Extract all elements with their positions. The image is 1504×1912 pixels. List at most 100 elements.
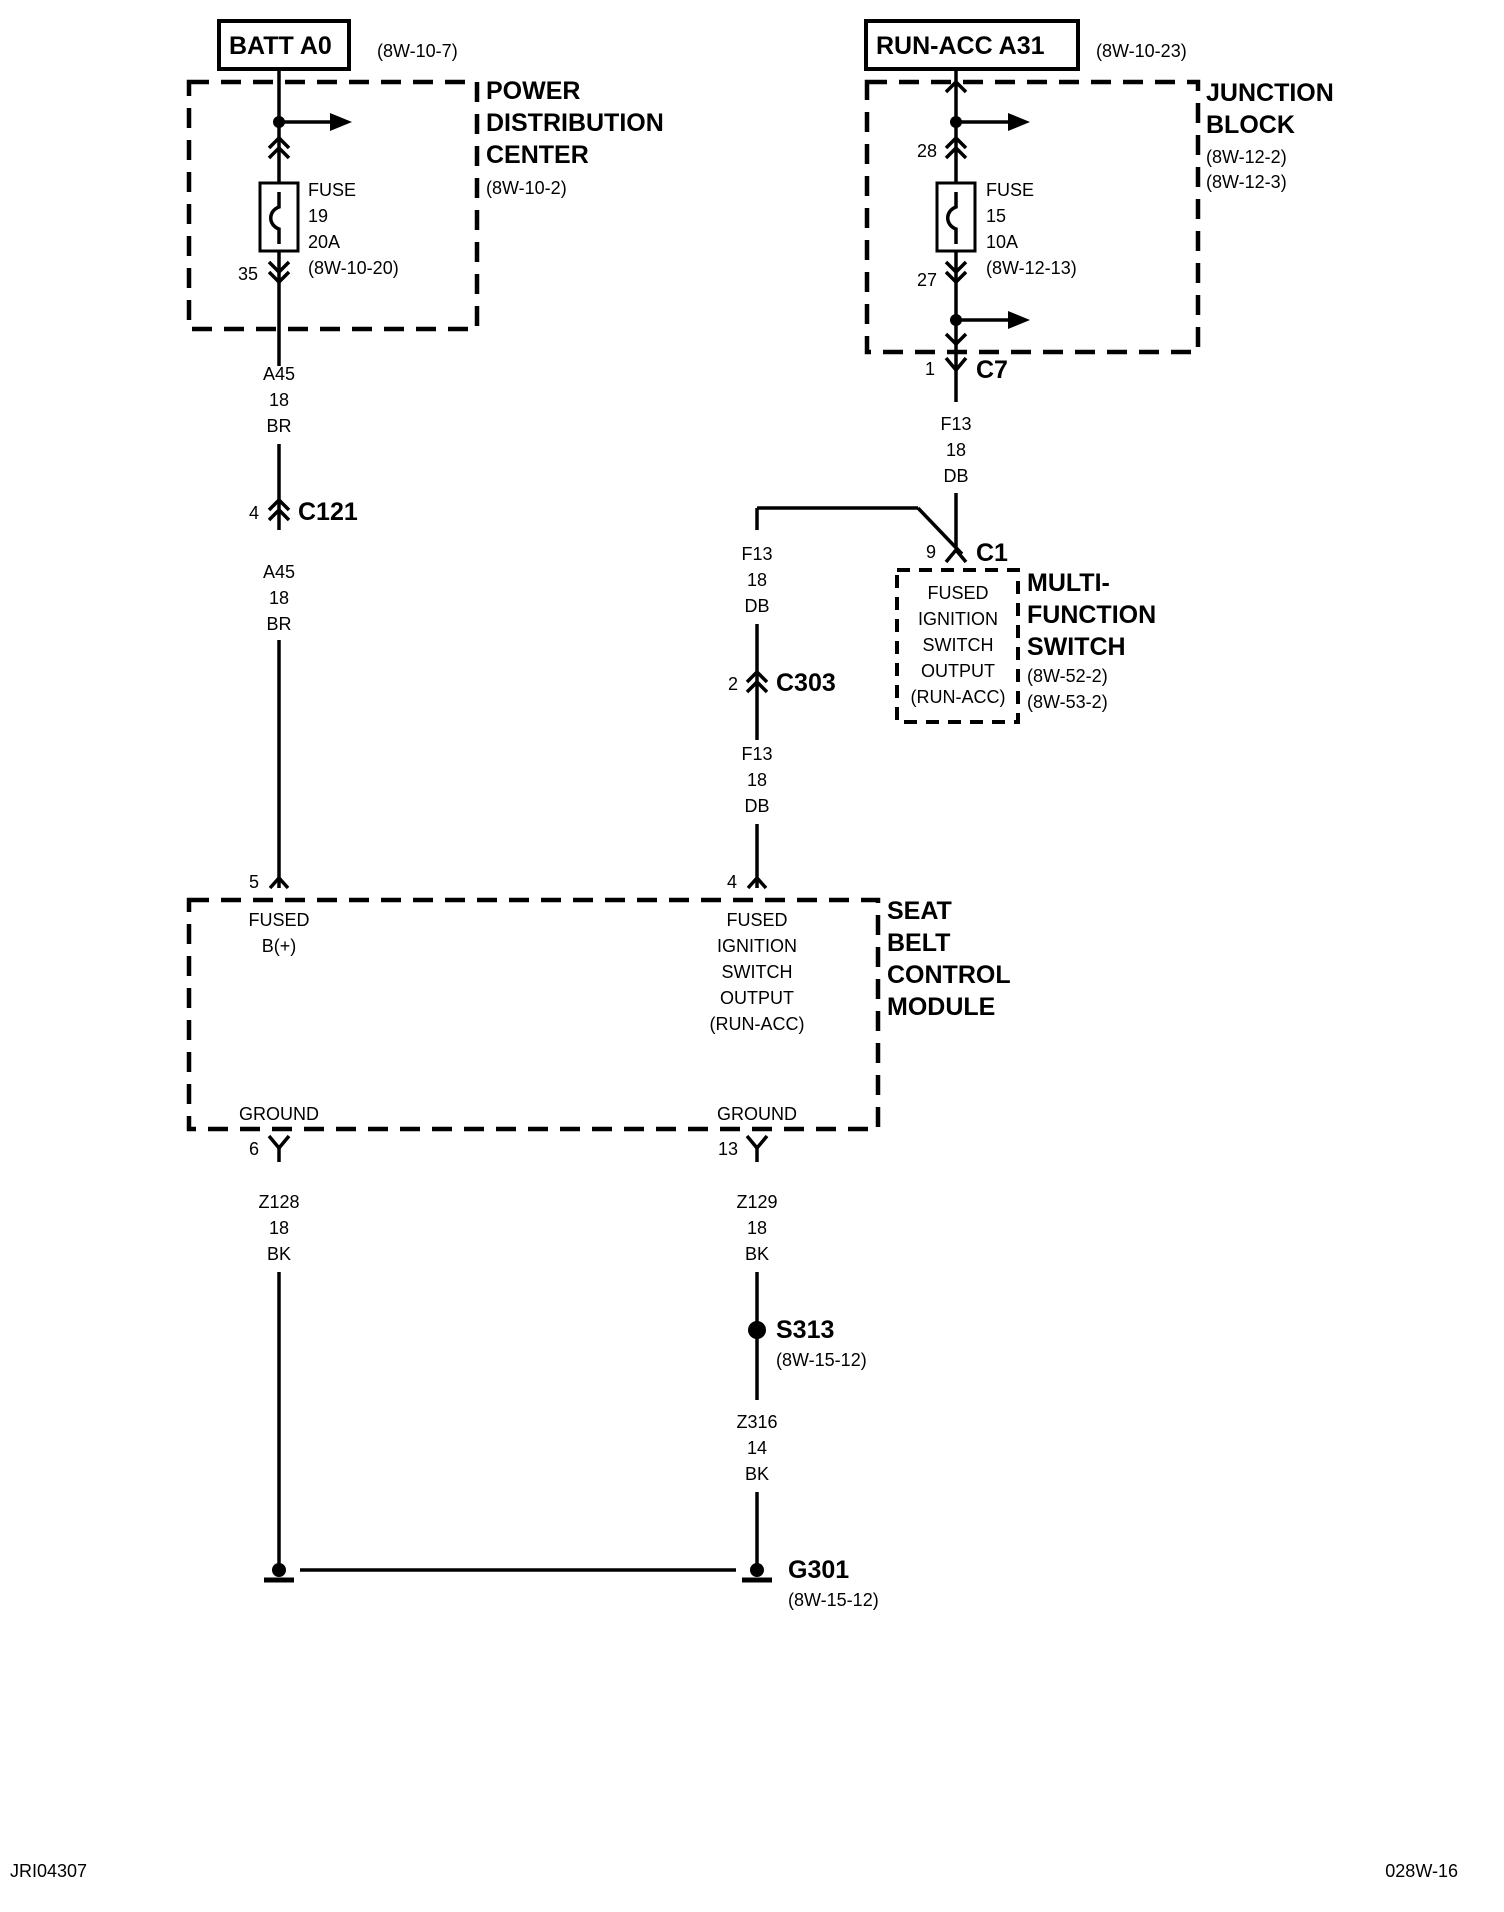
module-name-1: SEAT — [887, 897, 952, 925]
wire-z316: Z316 14 BK — [736, 1330, 778, 1570]
module-pin-6: 6 — [249, 1139, 259, 1159]
c303-chevron-icon — [745, 669, 769, 694]
z128-gauge: 18 — [269, 1218, 289, 1238]
mfs-outline — [895, 568, 1020, 724]
module-name-3: CONTROL — [887, 961, 1011, 989]
pdc-fuse-label: FUSE — [308, 180, 356, 200]
c303-pin: 2 — [728, 674, 738, 694]
c1-name: C1 — [976, 539, 1008, 567]
z128-circuit: Z128 — [258, 1192, 299, 1212]
pdc-fuse-top-chevron-icon — [267, 135, 291, 160]
pdc-fuse-number: 19 — [308, 206, 328, 226]
pdc-name-1: POWER — [486, 77, 580, 105]
module-pin-5: 5 — [249, 872, 259, 892]
jb-branch-top-arrow-icon — [1008, 113, 1030, 131]
splice-s313: S313 (8W-15-12) — [748, 1316, 867, 1370]
module-pin4-chevron-icon — [746, 875, 768, 890]
connector-c121: 4 C121 — [249, 497, 358, 526]
f13-top-circuit: F13 — [940, 414, 971, 434]
z128-color: BK — [267, 1244, 291, 1264]
connector-c1: 9 C1 — [926, 539, 1008, 567]
c1-chevron-icon — [944, 547, 968, 564]
f13-mid-gauge: 18 — [747, 570, 767, 590]
module-pin-13: 13 — [718, 1139, 738, 1159]
c121-chevron-icon — [267, 497, 291, 522]
wire-z128: 6 Z128 18 BK — [249, 1134, 300, 1570]
c1-pin: 9 — [926, 542, 936, 562]
module-name-4: MODULE — [887, 993, 995, 1021]
footer-figure-id: JRI04307 — [10, 1861, 87, 1881]
jb-branch-bottom-arrow-icon — [1008, 311, 1030, 329]
pdc-fuse-rating: 20A — [308, 232, 340, 252]
c7-chevron-icon — [944, 356, 968, 373]
c121-name: C121 — [298, 498, 358, 526]
mfs-name-2: FUNCTION — [1027, 601, 1156, 629]
jb-pin-28: 28 — [917, 141, 937, 161]
g301-name: G301 — [788, 1556, 849, 1584]
runacc-source-label: RUN-ACC A31 — [876, 32, 1045, 60]
module-pin-4: 4 — [727, 872, 737, 892]
a45-top-gauge: 18 — [269, 390, 289, 410]
jb-outline — [864, 79, 1201, 355]
jb-fuse-rating: 10A — [986, 232, 1018, 252]
batt-source: BATT A0 (8W-10-7) — [217, 19, 458, 71]
c7-name: C7 — [976, 356, 1008, 384]
jb-exit-chevron-icon — [944, 332, 968, 347]
f13-mid-circuit: F13 — [741, 544, 772, 564]
connector-c303: 2 C303 — [728, 669, 836, 697]
wire-a45-top: A45 18 BR — [263, 364, 295, 530]
wire-f13-mid: F13 18 DB — [741, 544, 773, 740]
ground-g301: G301 (8W-15-12) — [264, 1556, 879, 1610]
junction-block: JUNCTION BLOCK (8W-12-2) (8W-12-3) 28 27… — [864, 69, 1334, 355]
footer-page-id: 028W-16 — [1385, 1861, 1458, 1881]
jb-ref-2: (8W-12-3) — [1206, 172, 1287, 192]
jb-ref-1: (8W-12-2) — [1206, 147, 1287, 167]
a45-top-color: BR — [266, 416, 291, 436]
pdc-fuse-ref: (8W-10-20) — [308, 258, 399, 278]
pdc-ref: (8W-10-2) — [486, 178, 567, 198]
pdc-fuse-element-icon — [269, 192, 281, 244]
mfs-inner-3: SWITCH — [923, 635, 994, 655]
f13-low-circuit: F13 — [741, 744, 772, 764]
mfs-ref-1: (8W-52-2) — [1027, 666, 1108, 686]
power-distribution-center: POWER DISTRIBUTION CENTER (8W-10-2) FUSE… — [186, 69, 664, 366]
module-pin13-chevron-icon — [745, 1134, 769, 1151]
z316-gauge: 14 — [747, 1438, 767, 1458]
module-left-input-2: B(+) — [262, 936, 297, 956]
s313-ref: (8W-15-12) — [776, 1350, 867, 1370]
a45-bottom-gauge: 18 — [269, 588, 289, 608]
ground-left-dot — [272, 1563, 286, 1577]
mfs-inner-1: FUSED — [927, 583, 988, 603]
z316-color: BK — [745, 1464, 769, 1484]
jb-fuse-label-text: FUSE — [986, 180, 1034, 200]
c303-name: C303 — [776, 669, 836, 697]
mfs-inner-4: OUTPUT — [921, 661, 995, 681]
ground-right-dot — [750, 1563, 764, 1577]
pdc-name-2: DISTRIBUTION — [486, 109, 664, 137]
runacc-source: RUN-ACC A31 (8W-10-23) — [864, 19, 1187, 71]
module-right-input-3: SWITCH — [722, 962, 793, 982]
module-right-input-4: OUTPUT — [720, 988, 794, 1008]
multi-function-switch: FUSED IGNITION SWITCH OUTPUT (RUN-ACC) M… — [895, 568, 1156, 724]
module-left-input-1: FUSED — [248, 910, 309, 930]
f13-top-color: DB — [943, 466, 968, 486]
a45-bottom-color: BR — [266, 614, 291, 634]
mfs-inner-2: IGNITION — [918, 609, 998, 629]
seat-belt-control-module: SEAT BELT CONTROL MODULE FUSED B(+) FUSE… — [186, 897, 1011, 1132]
z316-circuit: Z316 — [736, 1412, 777, 1432]
batt-source-ref: (8W-10-7) — [377, 41, 458, 61]
runacc-source-box — [864, 19, 1080, 71]
f13-top-gauge: 18 — [946, 440, 966, 460]
module-outline — [186, 897, 881, 1132]
pdc-branch-arrow-icon — [330, 113, 352, 131]
mfs-name-1: MULTI- — [1027, 569, 1110, 597]
jb-fuse-ref: (8W-12-13) — [986, 258, 1077, 278]
module-pin5-chevron-icon — [268, 875, 290, 890]
wire-z129: 13 Z129 18 BK — [718, 1134, 778, 1330]
module-right-input-5: (RUN-ACC) — [710, 1014, 805, 1034]
f13-low-gauge: 18 — [747, 770, 767, 790]
wire-f13-top: F13 18 DB — [755, 414, 972, 556]
wire-f13-low: F13 18 DB 4 — [727, 744, 773, 892]
module-ground-left: GROUND — [239, 1104, 319, 1124]
